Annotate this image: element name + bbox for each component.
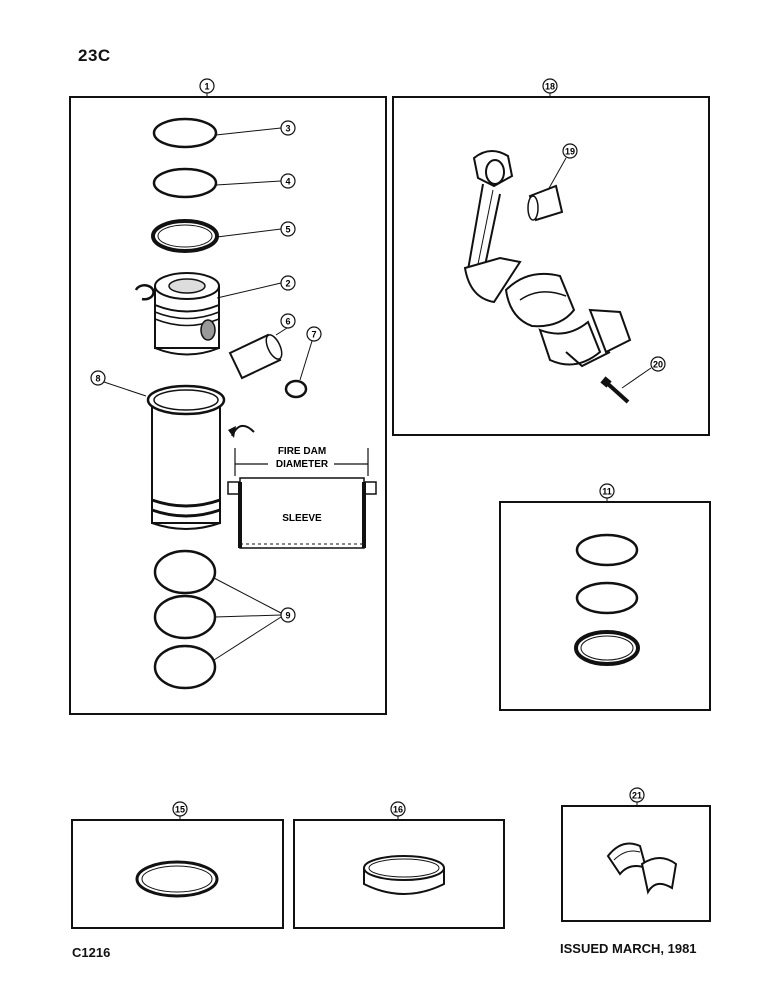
callout-2: 2 [216, 275, 296, 299]
callout-number: 1 [204, 82, 209, 92]
oil-ring-5 [151, 219, 219, 253]
callout-1: 1 [199, 78, 215, 97]
snap-ring-7 [284, 379, 308, 399]
o-ring-9b [153, 594, 217, 640]
callout-3: 3 [215, 120, 296, 136]
callout-number: 5 [285, 225, 290, 235]
callout-number: 8 [95, 374, 100, 384]
piston-2 [154, 272, 220, 356]
callout-number: 7 [311, 330, 316, 340]
ring-set-top [575, 533, 639, 567]
callout-number: 2 [285, 279, 290, 289]
callout-number: 18 [545, 82, 555, 92]
callout-number: DIAMETER [276, 459, 329, 470]
snap-ring-left [134, 284, 155, 301]
callout-7: 7 [299, 326, 322, 381]
callout-number: SLEEVE [282, 513, 322, 524]
callout-4: 4 [215, 173, 296, 189]
sleeve-band-16 [363, 855, 445, 895]
callout-number: 20 [653, 360, 663, 370]
callout-19: 19 [547, 143, 578, 191]
page-code: 23C [78, 46, 111, 65]
sleeve-section: FIRE DAM DIAMETER SLEEVE [227, 446, 377, 549]
piston-ring-3 [152, 117, 218, 149]
callout-number: 6 [285, 317, 290, 327]
callout-number: 21 [632, 791, 642, 801]
callout-number: FIRE DAM [278, 446, 326, 457]
bushing-19 [527, 184, 564, 222]
panel-15-frame [71, 819, 284, 929]
callout-number: 16 [393, 805, 403, 815]
callout-8: 8 [90, 370, 147, 397]
connecting-rod [463, 150, 632, 368]
o-ring-9c [153, 644, 217, 690]
callout-18: 18 [542, 78, 558, 97]
ring-set-middle [575, 581, 639, 615]
callout-21: 21 [629, 787, 645, 806]
callout-6: 6 [275, 313, 296, 336]
panel-11-frame [499, 501, 711, 711]
panel-1-frame [69, 96, 387, 715]
bearing-shells-21 [606, 842, 678, 895]
seal-ring-15 [135, 860, 219, 898]
callout-20: 20 [621, 356, 666, 389]
panel-18-frame [392, 96, 710, 436]
callout-11: 11 [599, 483, 615, 502]
callout-number: 3 [285, 124, 290, 134]
callout-number: 15 [175, 805, 185, 815]
callout-number: 4 [285, 177, 290, 187]
callout-number: 11 [602, 487, 612, 497]
piston-pin-6 [228, 333, 283, 380]
cylinder-sleeve-8 [146, 384, 226, 530]
callout-16: 16 [390, 801, 406, 820]
drawing-number: C1216 [72, 945, 111, 960]
rod-bolt-20 [600, 376, 630, 404]
callout-15: 15 [172, 801, 188, 820]
o-ring-9a [153, 549, 217, 595]
callout-number: 9 [285, 611, 290, 621]
ring-set-oil [574, 630, 640, 666]
callout-9: 9 [213, 577, 296, 661]
panel-16-frame [293, 819, 505, 929]
issue-date: ISSUED MARCH, 1981 [560, 941, 697, 956]
piston-ring-4 [152, 167, 218, 199]
callout-5: 5 [216, 221, 296, 238]
panel-21-frame [561, 805, 711, 922]
callout-number: 19 [565, 147, 575, 157]
